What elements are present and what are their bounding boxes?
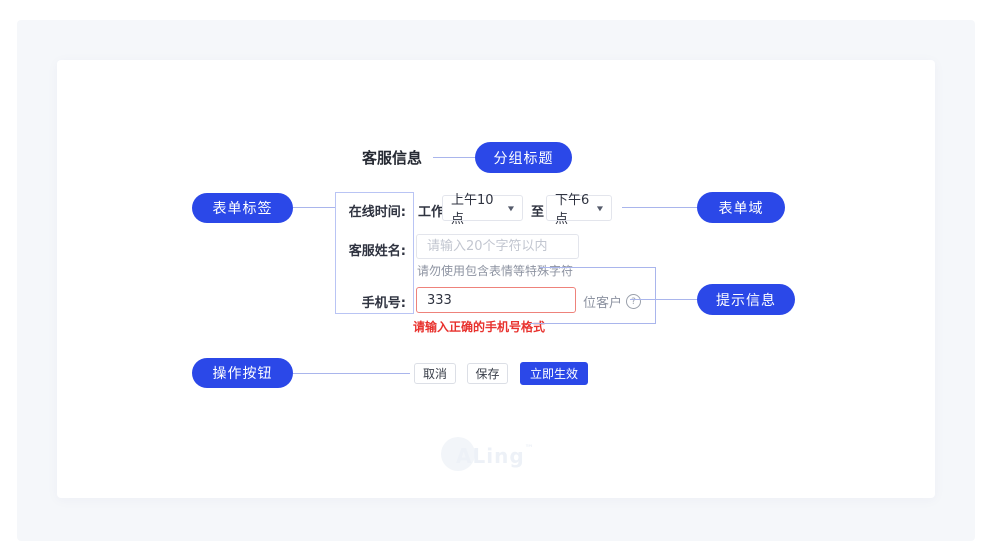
- watermark: ALing™: [456, 444, 535, 468]
- annotation-label: 表单域: [718, 200, 764, 217]
- chevron-down-icon: ▼: [507, 204, 514, 212]
- service-name-input[interactable]: [416, 234, 579, 259]
- service-name-label: 客服姓名:: [348, 244, 406, 259]
- annotation-label: 表单标签: [212, 201, 273, 217]
- apply-button[interactable]: 立即生效: [520, 362, 588, 385]
- helper-text: 请勿使用包含表情等特殊字符: [417, 264, 574, 278]
- phone-error-text: 请输入正确的手机号格式: [413, 320, 546, 334]
- annotation-pill-form-field: 表单域: [697, 192, 785, 223]
- connector-line: [630, 299, 697, 300]
- phone-suffix-text: 位客户: [583, 296, 623, 311]
- phone-suffix: 位客户 ?: [583, 292, 642, 311]
- end-time-value: 下午6点: [555, 193, 590, 227]
- end-time-select[interactable]: 下午6点 ▼: [546, 193, 612, 227]
- watermark-text: ALing: [456, 444, 525, 468]
- start-time-value: 上午10点: [451, 193, 494, 227]
- annotation-pill-group-title: 分组标题: [475, 142, 572, 173]
- start-time-select[interactable]: 上午10点 ▼: [442, 193, 523, 227]
- connector-line: [530, 323, 655, 324]
- annotation-pill-hint-info: 提示信息: [697, 284, 795, 315]
- watermark-mark: ™: [524, 444, 535, 454]
- phone-input[interactable]: [416, 287, 576, 313]
- annotation-label: 操作按钮: [212, 366, 273, 382]
- connector-line: [622, 207, 697, 208]
- chevron-down-icon: ▼: [596, 204, 603, 212]
- panel: [57, 60, 935, 498]
- watermark-circle: [441, 437, 475, 471]
- to-text: 至: [531, 205, 545, 220]
- help-icon[interactable]: ?: [626, 294, 642, 309]
- connector-bracket: [655, 267, 656, 324]
- annotation-label: 分组标题: [493, 150, 554, 167]
- annotation-pill-action-buttons: 操作按钮: [192, 358, 293, 388]
- phone-label: 手机号:: [361, 296, 406, 311]
- form-label-highlight-box: [335, 192, 414, 314]
- connector-line: [540, 267, 655, 268]
- section-title: 客服信息: [362, 149, 423, 167]
- connector-line: [433, 157, 475, 158]
- cancel-button[interactable]: 取消: [414, 363, 456, 384]
- annotation-pill-form-label: 表单标签: [192, 193, 293, 223]
- online-time-label: 在线时间:: [348, 205, 406, 220]
- annotation-label: 提示信息: [716, 292, 776, 309]
- connector-line: [293, 207, 335, 208]
- connector-line: [293, 373, 410, 374]
- save-button[interactable]: 保存: [467, 363, 508, 384]
